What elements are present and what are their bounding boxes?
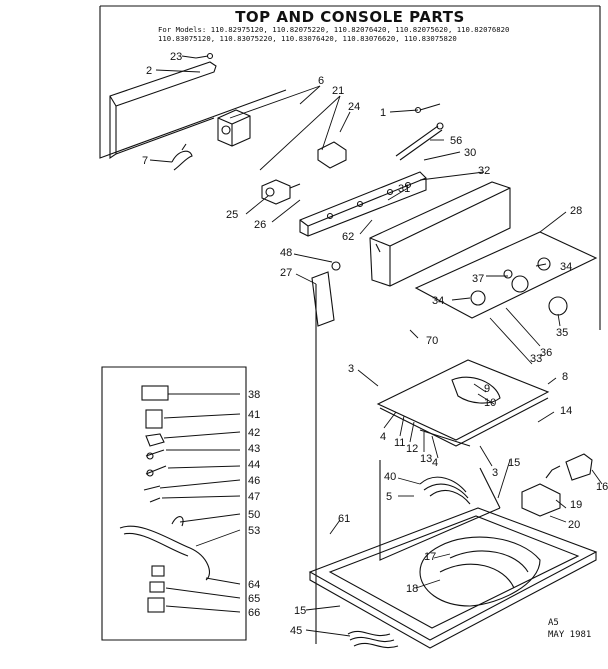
callout-6: 6 [318,75,324,87]
callout-38: 38 [248,389,260,401]
timer-module [217,109,251,147]
callout-46: 46 [248,475,260,487]
callout-7: 7 [142,155,148,167]
callout-64: 64 [248,579,260,591]
callout-34: 34 [560,261,572,273]
callout-15: 15 [294,605,306,617]
callout-12: 12 [406,443,418,455]
callout-26: 26 [254,219,266,231]
callout-21: 21 [332,85,344,97]
callout-35: 35 [556,327,568,339]
callout-13: 13 [420,453,432,465]
callout-25: 25 [226,209,238,221]
callout-4: 4 [432,457,438,469]
main-top-8 [376,359,550,447]
callout-53: 53 [248,525,260,537]
callout-70: 70 [426,335,438,347]
callout-18: 18 [406,583,418,595]
callout-42: 42 [248,427,260,439]
leader-lines [149,55,603,637]
small-parts-box [101,366,247,641]
rod-assembly [395,103,444,161]
model-list: For Models: 110.82975120, 110.82075220, … [158,25,598,43]
callout-36: 36 [540,347,552,359]
callout-8: 8 [562,371,568,383]
control-bracket-30 [299,171,427,237]
callout-10: 10 [484,397,496,409]
callout-45: 45 [290,625,302,637]
callout-61: 61 [338,513,350,525]
callout-30: 30 [464,147,476,159]
callout-65: 65 [248,593,260,605]
callout-32: 32 [478,165,490,177]
callout-34: 34 [432,295,444,307]
model-line-2: 110.83075120, 110.83075220, 110.83076420… [158,34,457,43]
footer-code: A5 [548,618,559,628]
callout-5: 5 [386,491,392,503]
console-32 [369,181,511,287]
callout-24: 24 [348,101,360,113]
callout-44: 44 [248,459,260,471]
callout-20: 20 [568,519,580,531]
screw-23 [195,52,214,60]
callout-14: 14 [560,405,572,417]
callout-23: 23 [170,51,182,63]
cabinet-top-15 [308,507,598,649]
callout-56: 56 [450,135,462,147]
wire-harness-45 [347,630,399,648]
callout-48: 48 [280,247,292,259]
callout-19: 19 [570,499,582,511]
callout-66: 66 [248,607,260,619]
top-rear-panel [109,61,217,160]
small-parts [119,385,210,613]
callout-11: 11 [394,437,405,449]
callout-33: 33 [530,353,542,365]
terminal-block-19 [521,483,561,517]
callout-15: 15 [508,457,520,469]
callout-27: 27 [280,267,292,279]
harness-40 [419,476,471,505]
callout-47: 47 [248,491,260,503]
knob-plate [414,231,598,319]
callout-9: 9 [484,383,490,395]
callout-50: 50 [248,509,260,521]
callout-17: 17 [424,551,436,563]
callout-4: 4 [380,431,386,443]
callout-3: 3 [492,467,498,479]
callout-1: 1 [380,107,386,119]
switch-assembly [261,179,301,205]
callout-40: 40 [384,471,396,483]
clip-7 [171,143,193,171]
callout-41: 41 [248,409,260,421]
callout-28: 28 [570,205,582,217]
switch-16 [545,453,593,481]
page-title: TOP AND CONSOLE PARTS [235,8,465,26]
callout-16: 16 [596,481,608,493]
callout-37: 37 [472,273,484,285]
model-line-1: For Models: 110.82975120, 110.82075220, … [158,25,510,34]
upper-left-frame-line [99,6,287,159]
callout-31: 31 [398,183,410,195]
callout-62: 62 [342,231,354,243]
callout-43: 43 [248,443,260,455]
footer-date: MAY 1981 [548,630,592,640]
bracket-24 [317,141,347,169]
callout-3: 3 [348,363,354,375]
callout-2: 2 [146,65,152,77]
cabinet-side [379,460,501,561]
